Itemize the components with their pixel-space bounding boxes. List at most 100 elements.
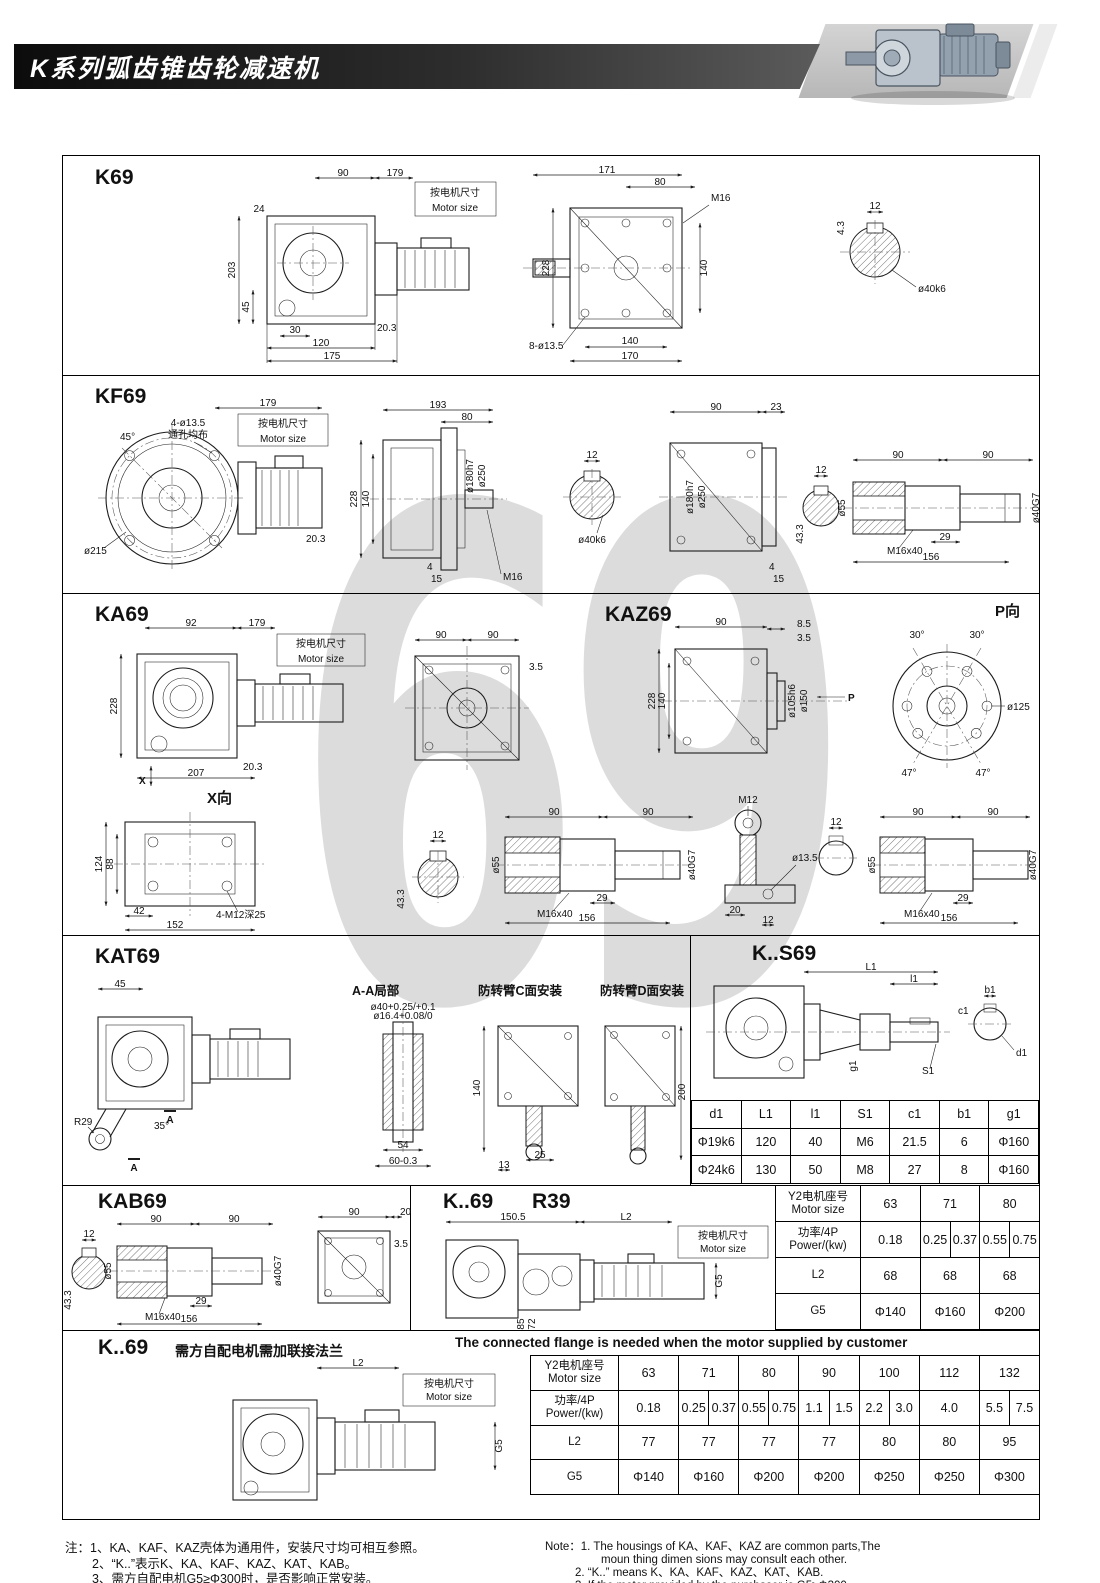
note-line: 3、需方自配电机G5≥Φ300时，是否影响正常安装。 bbox=[92, 1572, 379, 1583]
kat69-front-view-drawing: 45 R29 35° A A bbox=[74, 979, 291, 1174]
dim-label: 179 bbox=[387, 168, 404, 179]
dim-label: 4 bbox=[769, 562, 775, 573]
dim-label: 15 bbox=[773, 574, 785, 585]
dim-label: 90 bbox=[982, 450, 994, 461]
thread-label: M16x40 bbox=[537, 909, 573, 920]
dim-label: 20.3 bbox=[243, 762, 263, 773]
x-view-title: X向 bbox=[207, 790, 233, 807]
dim-label: 200 bbox=[677, 1083, 688, 1100]
dim-label: 152 bbox=[167, 920, 184, 931]
table-cell: 0.18 bbox=[861, 1222, 921, 1257]
row-label-cn: 功率/4P bbox=[797, 1226, 839, 1239]
table-cell-split: 0.55 0.75 bbox=[980, 1222, 1039, 1257]
dim-label: 228 bbox=[109, 697, 120, 714]
table-cell: 27 bbox=[890, 1156, 940, 1184]
table-cell: 90 bbox=[799, 1356, 860, 1390]
table-cell: 77 bbox=[739, 1425, 800, 1460]
note-line: 注：1、KA、KAF、KAZ壳体为通用件，安装尺寸均可相互参照。 bbox=[65, 1541, 425, 1555]
motor-size-label-cn: 按电机尺寸 bbox=[424, 1377, 474, 1390]
table-cell: 71 bbox=[921, 1186, 981, 1221]
table-subcell: 0.55 bbox=[741, 1400, 766, 1415]
row-label: L2 bbox=[568, 1435, 581, 1448]
table-row: G5 Φ140 Φ160 Φ200 Φ200 Φ250 Φ250 Φ300 bbox=[531, 1460, 1039, 1494]
dim-label: l1 bbox=[910, 974, 918, 985]
k69-bottom-drawing: L2 按电机尺寸 Motor size G5 bbox=[232, 1358, 505, 1501]
row-label-en: Power/(kw) bbox=[789, 1239, 847, 1252]
dim-label: L1 bbox=[865, 962, 877, 973]
flange-note-cn: 需方自配电机需加联接法兰 bbox=[175, 1343, 343, 1359]
table-subcell: 0.75 bbox=[1009, 1222, 1039, 1257]
hole-note-label: 4-ø13.5 bbox=[171, 418, 206, 429]
motor-size-label-en: Motor size bbox=[298, 654, 345, 665]
tolerance-label: ø40+0.25/+0.1 bbox=[370, 1002, 435, 1013]
dim-label: ø150 bbox=[799, 689, 810, 712]
dim-label: ø215 bbox=[84, 546, 107, 557]
table-row: Y2电机座号 Motor size 63 71 80 bbox=[776, 1186, 1039, 1222]
watermark-69: 69 bbox=[292, 368, 855, 1159]
table-cell: Φ140 bbox=[619, 1460, 680, 1494]
dim-label: 3.5 bbox=[797, 633, 811, 644]
divider-h4 bbox=[62, 1185, 1040, 1187]
page-title: K系列弧齿锥齿轮减速机 bbox=[30, 54, 321, 83]
dim-label: 207 bbox=[188, 768, 205, 779]
dim-label: 228 bbox=[541, 259, 552, 276]
table-cell: M8 bbox=[841, 1156, 891, 1184]
table-subcell: 0.25 bbox=[922, 1232, 948, 1247]
hole-note-label-2: 通孔均布 bbox=[168, 429, 208, 441]
dim-label: S1 bbox=[922, 1066, 935, 1077]
xview-shaft-section-drawing: 12 43.3 bbox=[396, 830, 464, 909]
table-row-label: L2 bbox=[776, 1258, 861, 1293]
dim-label: 80 bbox=[654, 177, 666, 188]
note-line: Note：1. The housings of KA、KAF、KAZ are c… bbox=[545, 1541, 881, 1553]
dim-label: 90 bbox=[487, 630, 499, 641]
k69-shaft-section-drawing: 12 4.3 ø40k6 bbox=[836, 201, 946, 295]
table-row-label: G5 bbox=[531, 1460, 619, 1494]
xview-small-section-drawing: 12 bbox=[815, 817, 857, 876]
table-cell-split: 0.55 0.75 bbox=[739, 1390, 800, 1425]
dim-label: 92 bbox=[185, 618, 197, 629]
kf69-shaft-section-drawing: 12 ø40k6 bbox=[563, 450, 621, 546]
dim-label: ø40k6 bbox=[918, 284, 946, 295]
section-title-k69: K69 bbox=[95, 166, 134, 189]
kaz69-p-view-drawing: 30° 30° ø125 47° 47° bbox=[892, 630, 1030, 779]
section-title-k69-bottom: K..69 bbox=[98, 1336, 149, 1359]
dim-label: 140 bbox=[472, 1079, 483, 1096]
section-title-kaz69: KAZ69 bbox=[605, 603, 672, 626]
table-cell: Φ19k6 bbox=[692, 1128, 742, 1156]
k69r39-drawing: 150.5 L2 按电机尺寸 Motor size 85 72 G5 bbox=[445, 1212, 769, 1330]
dim-label: 29 bbox=[195, 1296, 207, 1307]
table-cell-split: 2.2 3.0 bbox=[860, 1390, 920, 1425]
table-cell: 112 bbox=[920, 1356, 980, 1390]
dim-label: 179 bbox=[249, 618, 266, 629]
table-cell: Φ140 bbox=[861, 1294, 921, 1329]
dim-label: 8-ø13.5 bbox=[529, 341, 564, 352]
page-title-bar: K系列弧齿锥齿轮减速机 bbox=[14, 44, 820, 89]
row-label: L2 bbox=[811, 1269, 825, 1281]
table-cell: 100 bbox=[860, 1356, 920, 1390]
table-cell: 77 bbox=[679, 1425, 740, 1460]
table-cell: 77 bbox=[799, 1425, 860, 1460]
dim-label: 90 bbox=[228, 1214, 240, 1225]
row-label-en: Power/(kw) bbox=[545, 1407, 604, 1420]
d-face-title: 防转臂D面安装 bbox=[600, 984, 685, 998]
row-label-en: Motor size bbox=[791, 1203, 845, 1216]
row-label: G5 bbox=[566, 1470, 583, 1483]
dim-label: ø105h6 bbox=[787, 684, 798, 718]
section-title-r39: R39 bbox=[532, 1190, 571, 1213]
note-line: 2、“K..”表示K、KA、KAF、KAZ、KAT、KAB。 bbox=[92, 1556, 358, 1571]
dim-label: 8.5 bbox=[797, 619, 811, 630]
section-title-ka69: KA69 bbox=[95, 603, 149, 626]
table-row-label: G5 bbox=[776, 1294, 861, 1329]
r39-motor-table: Y2电机座号 Motor size 63 71 80 功率/4P Power/(… bbox=[775, 1185, 1040, 1330]
thread-label: M12 bbox=[738, 795, 758, 806]
table-row-label: Y2电机座号 Motor size bbox=[531, 1356, 619, 1390]
dim-label: ø40G7 bbox=[273, 1255, 284, 1286]
c-face-title: 防转臂C面安装 bbox=[478, 984, 563, 998]
dim-label: 29 bbox=[596, 893, 608, 904]
dim-label: 20.3 bbox=[306, 534, 326, 545]
row-label-en: Motor size bbox=[547, 1372, 602, 1385]
table-row: L2 68 68 68 bbox=[776, 1258, 1039, 1294]
table-cell: Φ250 bbox=[920, 1460, 980, 1494]
dim-label: 3.5 bbox=[529, 662, 543, 673]
note-line: moun thing dimen sions may consult each … bbox=[601, 1553, 848, 1566]
